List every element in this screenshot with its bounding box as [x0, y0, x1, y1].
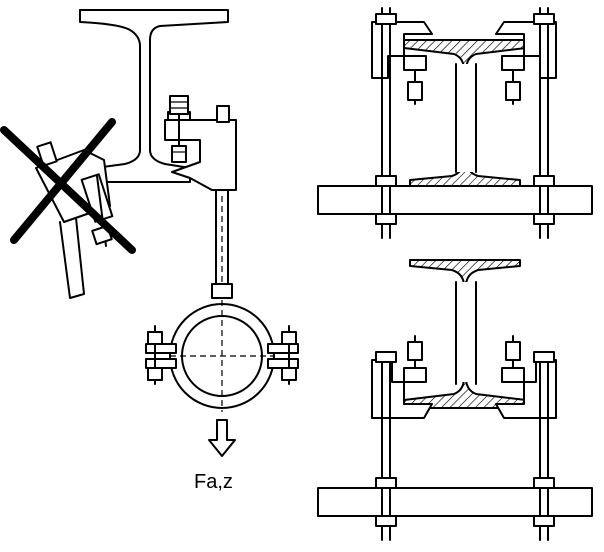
beam-clamp: [164, 119, 237, 191]
front-view-bottom: [317, 259, 593, 541]
top-base-plate: [317, 185, 593, 215]
incorrect-installation: [0, 118, 136, 299]
bottom-base-plate: [317, 487, 593, 517]
front-view-top: [317, 7, 593, 239]
beam-top-flange: [79, 9, 229, 183]
force-label: Fa,z: [194, 471, 233, 493]
cross-mark-line-2: [10, 118, 116, 244]
clamp-bolt-nut: [169, 95, 189, 115]
side-view-assembly: Fa,z: [79, 9, 299, 493]
force-arrow: [208, 419, 236, 457]
cross-mark-line-1: [0, 126, 136, 254]
